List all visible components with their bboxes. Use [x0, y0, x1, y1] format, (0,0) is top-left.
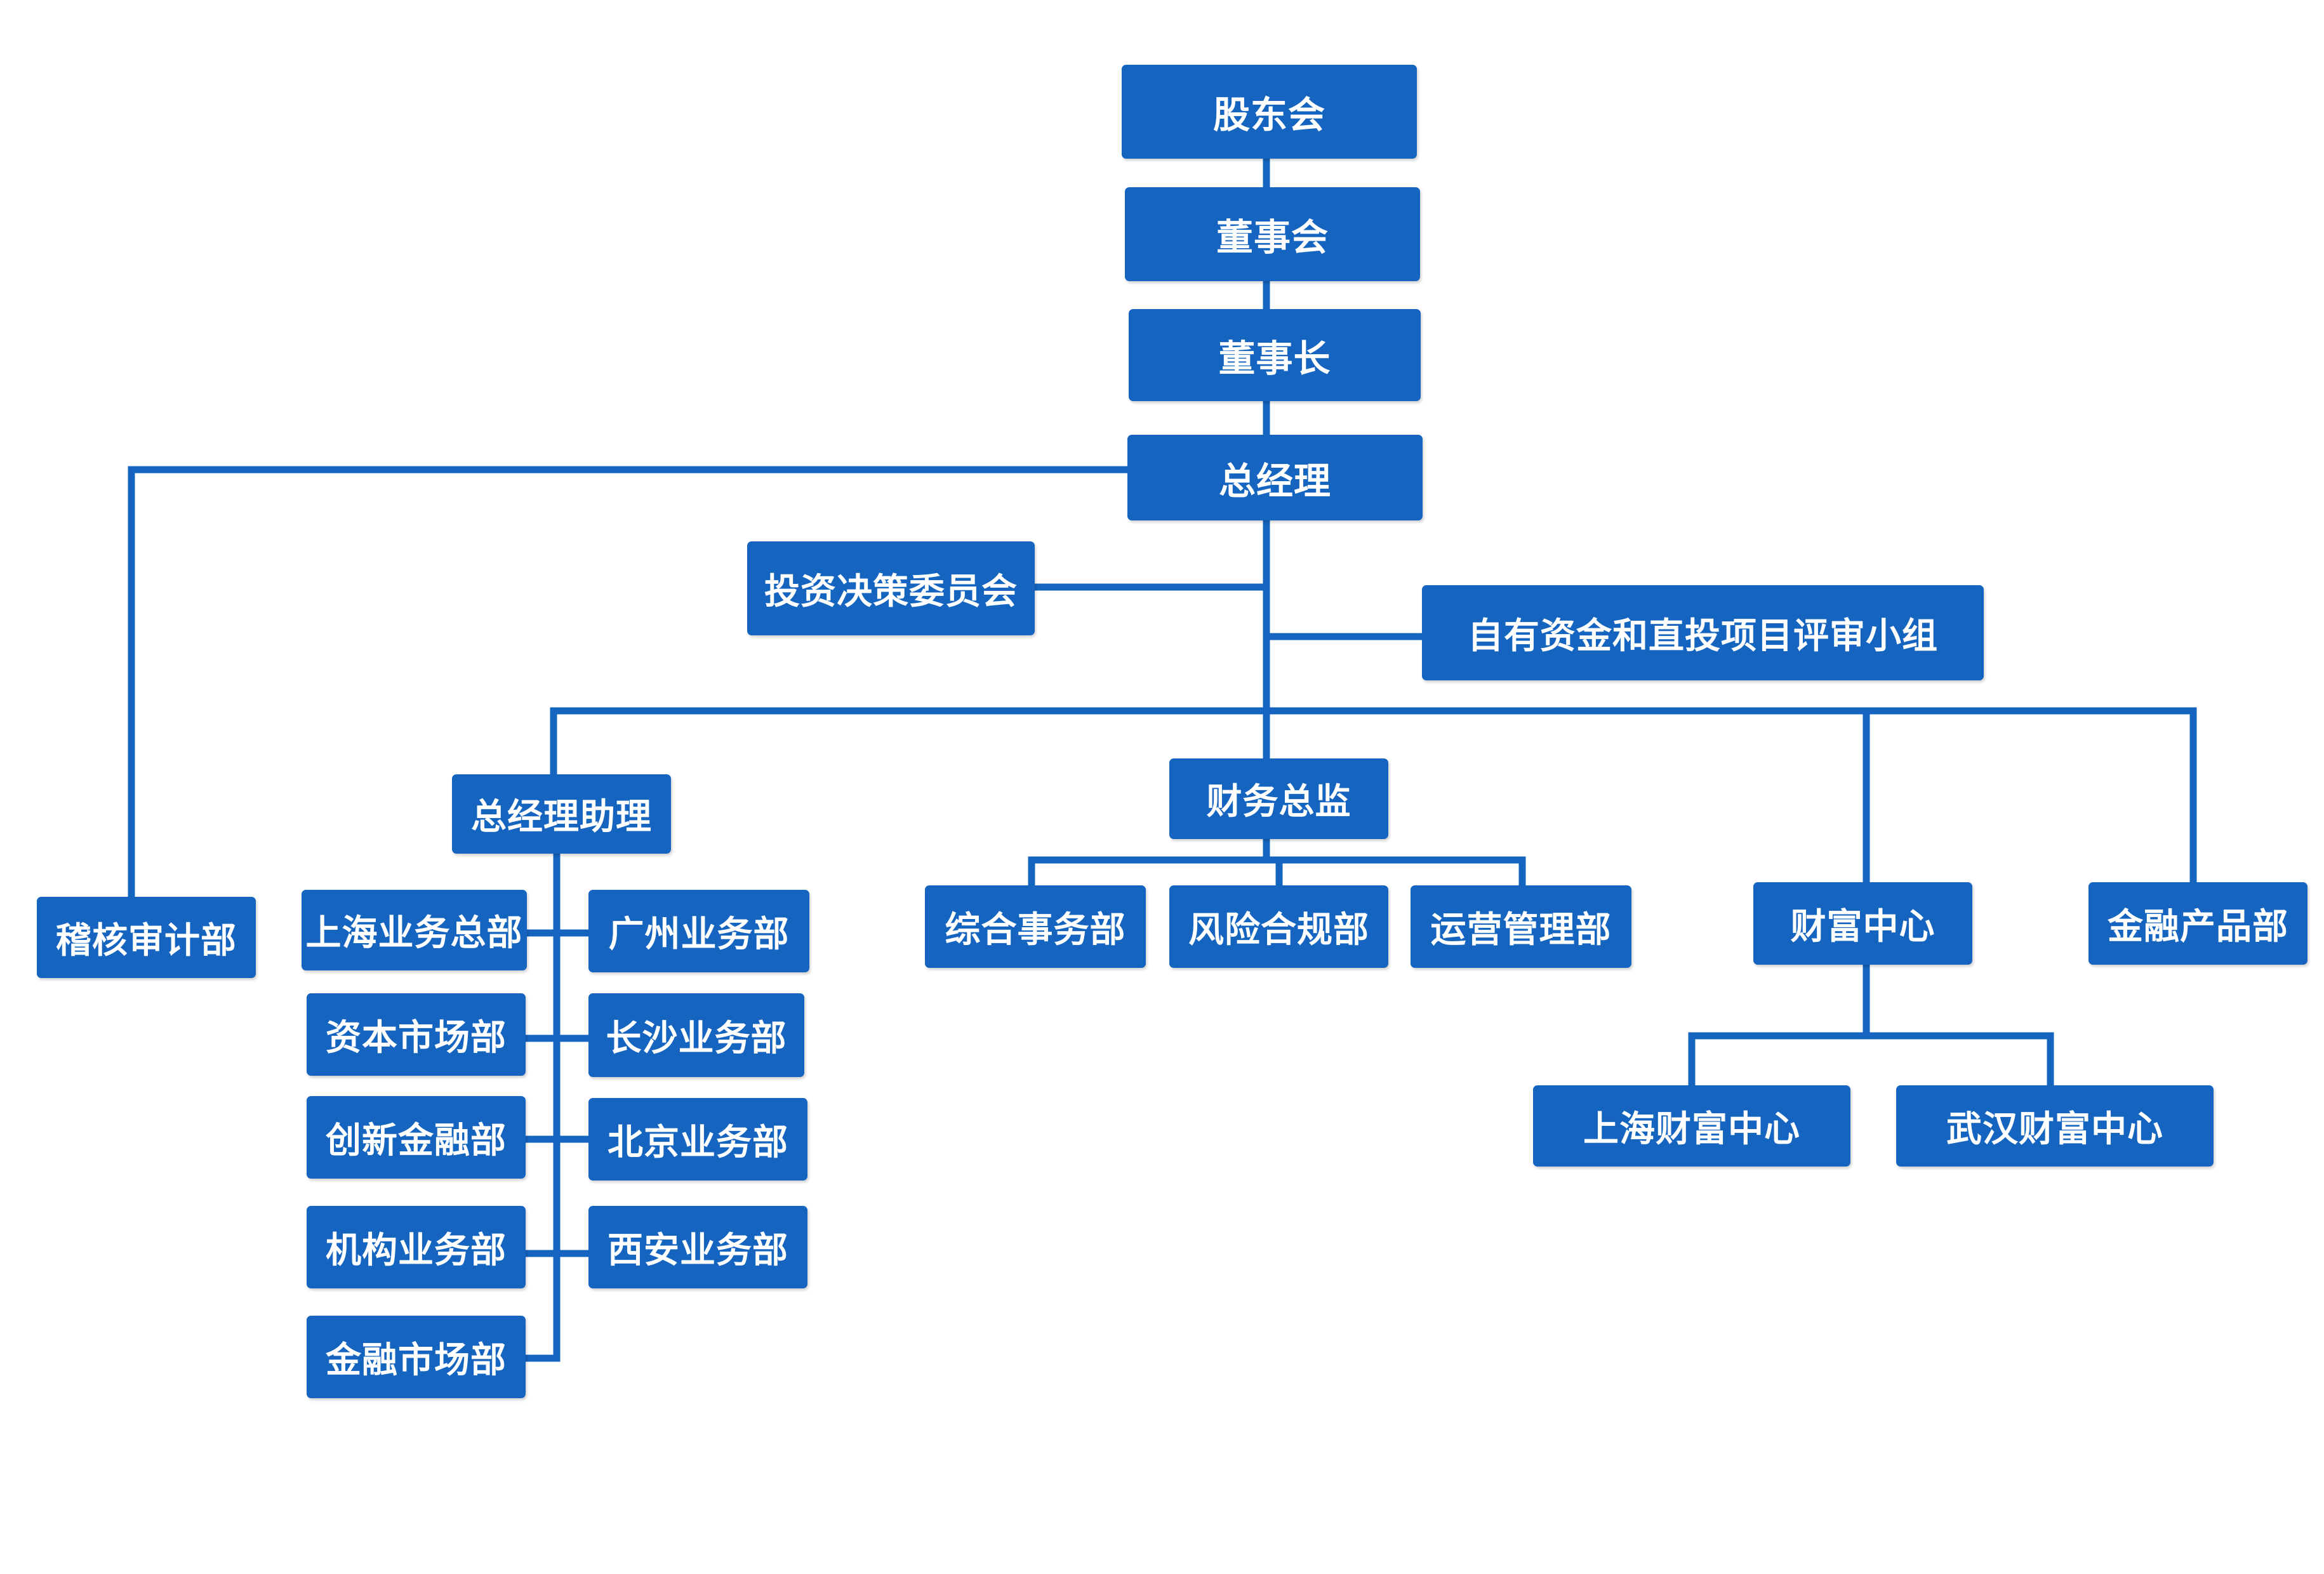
wealth-drops — [1688, 1032, 2054, 1089]
dept-left-2: 资本市场部 — [307, 993, 526, 1076]
cfo-drops — [1028, 856, 1526, 889]
wealth-sub-2: 武汉财富中心 — [1896, 1085, 2214, 1167]
cfo-dept-3: 运营管理部 — [1411, 885, 1631, 968]
assistant-branches — [520, 929, 594, 1362]
audit-connector — [128, 466, 1134, 902]
general-manager-box: 总经理 — [1127, 435, 1423, 520]
audit-dept-box: 稽核审计部 — [37, 897, 256, 978]
dept-left-5: 金融市场部 — [307, 1316, 526, 1398]
chairman-box: 董事长 — [1129, 309, 1421, 401]
cfo-dept-1: 综合事务部 — [925, 885, 1146, 968]
board-box: 董事会 — [1125, 187, 1420, 281]
dept-right-4: 西安业务部 — [588, 1206, 807, 1288]
dept-left-3: 创新金融部 — [307, 1096, 526, 1179]
wealth-sub-1: 上海财富中心 — [1533, 1085, 1850, 1167]
dept-right-2: 长沙业务部 — [588, 993, 804, 1077]
cfo-box: 财务总监 — [1169, 758, 1388, 839]
financial-products-box: 金融产品部 — [2088, 882, 2307, 965]
shareholders-box: 股东会 — [1122, 65, 1417, 159]
gm-assistant-box: 总经理助理 — [452, 774, 671, 854]
dept-right-1: 广州业务部 — [588, 890, 809, 972]
dept-right-3: 北京业务部 — [588, 1098, 807, 1180]
cfo-dept-2: 风险合规部 — [1169, 885, 1388, 968]
review-group-box: 自有资金和直投项目评审小组 — [1422, 585, 1984, 680]
dept-left-1: 上海业务总部 — [302, 890, 527, 970]
investment-committee-box: 投资决策委员会 — [747, 541, 1035, 635]
wealth-center-box: 财富中心 — [1753, 882, 1972, 965]
dept-left-4: 机构业务部 — [307, 1206, 526, 1288]
